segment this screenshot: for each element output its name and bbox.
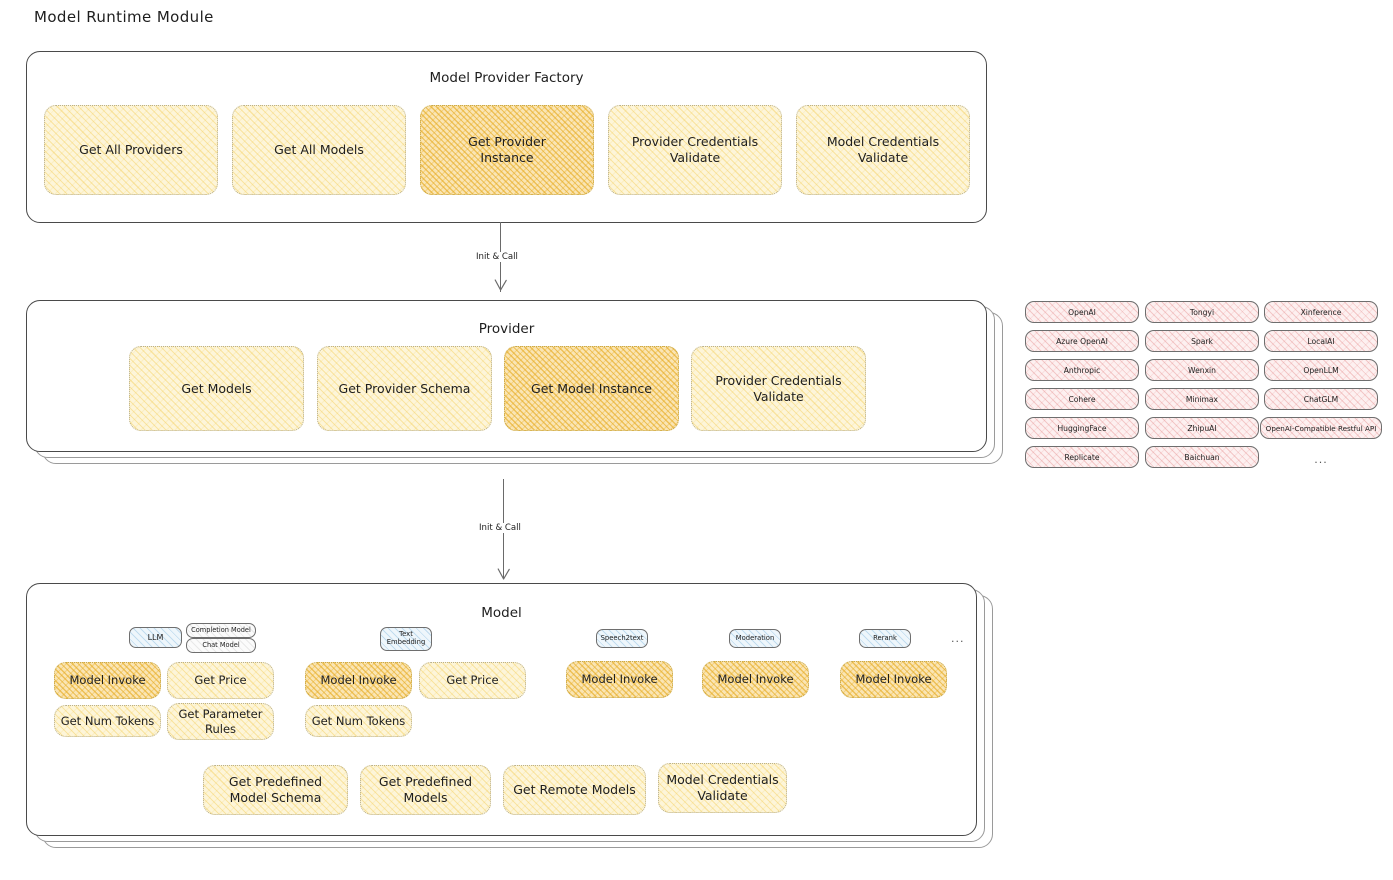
model-types-more-ellipsis: ...	[951, 632, 965, 645]
provider-chip-zhipuai[interactable]: ZhipuAI	[1145, 417, 1259, 439]
provider-chip-wenxin[interactable]: Wenxin	[1145, 359, 1259, 381]
provider-chip-huggingface[interactable]: HuggingFace	[1025, 417, 1139, 439]
provider-title: Provider	[478, 321, 535, 337]
provider-chip-tongyi[interactable]: Tongyi	[1145, 301, 1259, 323]
provider-chip-openai-compatible-restful-api[interactable]: OpenAI-Compatible Restful API	[1260, 417, 1382, 439]
text-embedding-method-get-num-tokens[interactable]: Get Num Tokens	[305, 705, 412, 737]
text-embedding-method-model-invoke[interactable]: Model Invoke	[305, 662, 412, 699]
model-subtype-badge-completion-model[interactable]: Completion Model	[186, 623, 256, 638]
speech2text-method-model-invoke[interactable]: Model Invoke	[566, 661, 673, 698]
factory-method-model-credentials-validate[interactable]: Model Credentials Validate	[796, 105, 970, 195]
provider-chip-baichuan[interactable]: Baichuan	[1145, 446, 1259, 468]
factory-method-get-all-providers[interactable]: Get All Providers	[44, 105, 218, 195]
arrow-factory-to-provider-label: Init & Call	[472, 252, 522, 262]
provider-method-get-models[interactable]: Get Models	[129, 346, 304, 431]
factory-method-get-all-models[interactable]: Get All Models	[232, 105, 406, 195]
provider-list-more-ellipsis: ...	[1314, 452, 1328, 466]
model-common-method-get-predefined-model-schema[interactable]: Get Predefined Model Schema	[203, 765, 348, 815]
model-provider-factory-title: Model Provider Factory	[429, 70, 584, 86]
provider-chip-chatglm[interactable]: ChatGLM	[1264, 388, 1378, 410]
provider-chip-azure-openai[interactable]: Azure OpenAI	[1025, 330, 1139, 352]
llm-method-get-price[interactable]: Get Price	[167, 662, 274, 699]
moderation-method-model-invoke[interactable]: Model Invoke	[702, 661, 809, 698]
provider-chip-minimax[interactable]: Minimax	[1145, 388, 1259, 410]
provider-chip-localai[interactable]: LocalAI	[1264, 330, 1378, 352]
provider-chip-cohere[interactable]: Cohere	[1025, 388, 1139, 410]
provider-chip-openllm[interactable]: OpenLLM	[1264, 359, 1378, 381]
arrow-provider-to-model-head	[497, 568, 510, 580]
model-common-method-get-predefined-models[interactable]: Get Predefined Models	[360, 765, 491, 815]
model-common-method-model-credentials-validate[interactable]: Model Credentials Validate	[658, 763, 787, 813]
model-type-badge-speech2text[interactable]: Speech2text	[596, 629, 648, 648]
page-title: Model Runtime Module	[34, 8, 214, 26]
model-subtype-badge-chat-model[interactable]: Chat Model	[186, 638, 256, 653]
factory-method-provider-credentials-validate[interactable]: Provider Credentials Validate	[608, 105, 782, 195]
rerank-method-model-invoke[interactable]: Model Invoke	[840, 661, 947, 698]
provider-chip-spark[interactable]: Spark	[1145, 330, 1259, 352]
provider-chip-replicate[interactable]: Replicate	[1025, 446, 1139, 468]
llm-method-get-num-tokens[interactable]: Get Num Tokens	[54, 705, 161, 737]
arrow-factory-to-provider-head	[494, 279, 507, 291]
llm-method-model-invoke[interactable]: Model Invoke	[54, 662, 161, 699]
model-title: Model	[481, 605, 522, 621]
provider-method-provider-credentials-validate[interactable]: Provider Credentials Validate	[691, 346, 866, 431]
model-type-badge-moderation[interactable]: Moderation	[729, 629, 781, 648]
text-embedding-method-get-price[interactable]: Get Price	[419, 662, 526, 699]
factory-method-get-provider-instance[interactable]: Get Provider Instance	[420, 105, 594, 195]
model-type-badge-llm[interactable]: LLM	[129, 627, 182, 648]
provider-method-get-model-instance[interactable]: Get Model Instance	[504, 346, 679, 431]
provider-chip-openai[interactable]: OpenAI	[1025, 301, 1139, 323]
provider-chip-xinference[interactable]: Xinference	[1264, 301, 1378, 323]
arrow-provider-to-model-label: Init & Call	[475, 523, 525, 533]
provider-chip-anthropic[interactable]: Anthropic	[1025, 359, 1139, 381]
llm-method-get-parameter-rules[interactable]: Get Parameter Rules	[167, 703, 274, 740]
provider-method-get-provider-schema[interactable]: Get Provider Schema	[317, 346, 492, 431]
model-type-badge-rerank[interactable]: Rerank	[859, 629, 911, 648]
model-common-method-get-remote-models[interactable]: Get Remote Models	[503, 765, 646, 815]
model-type-badge-text-embedding[interactable]: Text Embedding	[380, 627, 432, 651]
